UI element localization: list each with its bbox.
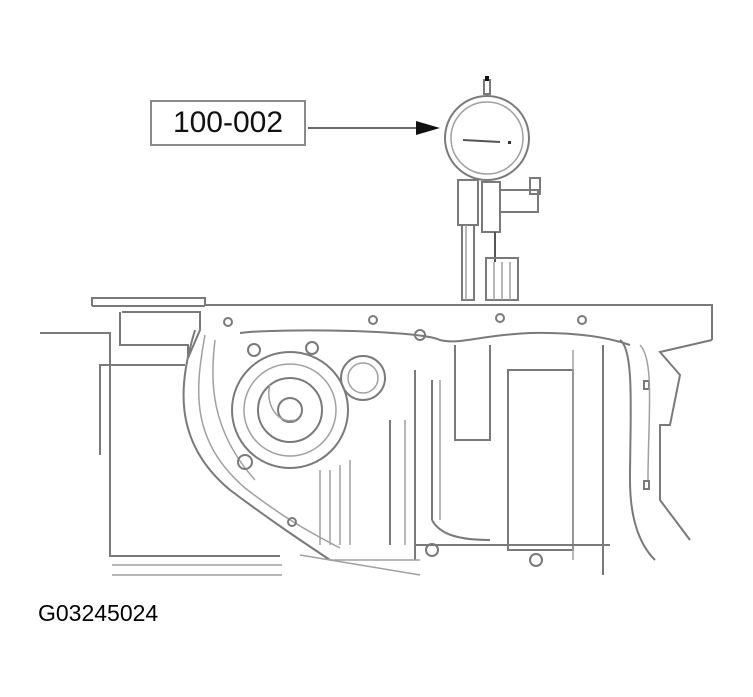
transmission-case-illustration [40, 297, 713, 576]
dial-indicator-icon [444, 76, 541, 301]
callout-leader [308, 121, 440, 135]
tool-number: 100-002 [172, 106, 284, 139]
tool-callout-label: 100-002 [150, 100, 306, 146]
figure-id: G03245024 [38, 600, 159, 626]
